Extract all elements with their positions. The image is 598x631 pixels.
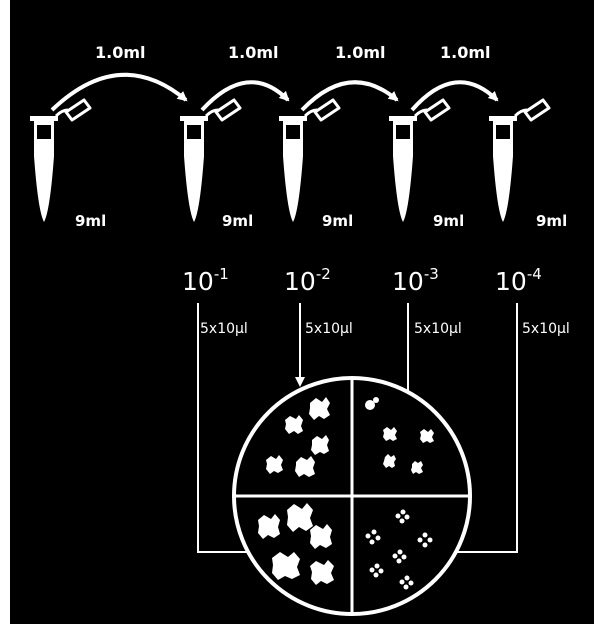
transfer-arrow-2 [202, 82, 288, 110]
transfer-arrow-3 [302, 82, 397, 110]
tube-2 [180, 100, 240, 222]
dilution-label-3: 10-3 [392, 265, 439, 296]
dilution-label-4: 10-4 [495, 265, 542, 296]
tube-volume-5: 9ml [536, 212, 567, 230]
transfer-volume-3: 1.0ml [335, 43, 386, 62]
tube-volume-1: 9ml [75, 212, 106, 230]
plating-volume-1: 5x10µl [200, 321, 248, 337]
diagram-frame: 1.0ml 1.0ml 1.0ml 1.0ml 9ml 9ml 9ml 9ml … [10, 0, 594, 624]
tube-volume-3: 9ml [322, 212, 353, 230]
agar-plate [234, 378, 470, 614]
tube-4 [389, 100, 449, 222]
serial-dilution-diagram: 1.0ml 1.0ml 1.0ml 1.0ml 9ml 9ml 9ml 9ml … [10, 0, 594, 624]
tube-5 [489, 100, 549, 222]
transfer-arrow-1 [52, 75, 186, 110]
tube-1 [30, 100, 90, 222]
transfer-volume-4: 1.0ml [440, 43, 491, 62]
tube-volume-4: 9ml [433, 212, 464, 230]
tube-3 [279, 100, 339, 222]
tube-volume-2: 9ml [222, 212, 253, 230]
dilution-label-1: 10-1 [182, 265, 229, 296]
plating-volume-2: 5x10µl [305, 321, 353, 337]
transfer-arrow-4 [412, 82, 497, 110]
dilution-label-2: 10-2 [284, 265, 331, 296]
transfer-volume-1: 1.0ml [95, 43, 146, 62]
plating-volume-4: 5x10µl [522, 321, 570, 337]
transfer-volume-2: 1.0ml [228, 43, 279, 62]
plating-volume-3: 5x10µl [414, 321, 462, 337]
